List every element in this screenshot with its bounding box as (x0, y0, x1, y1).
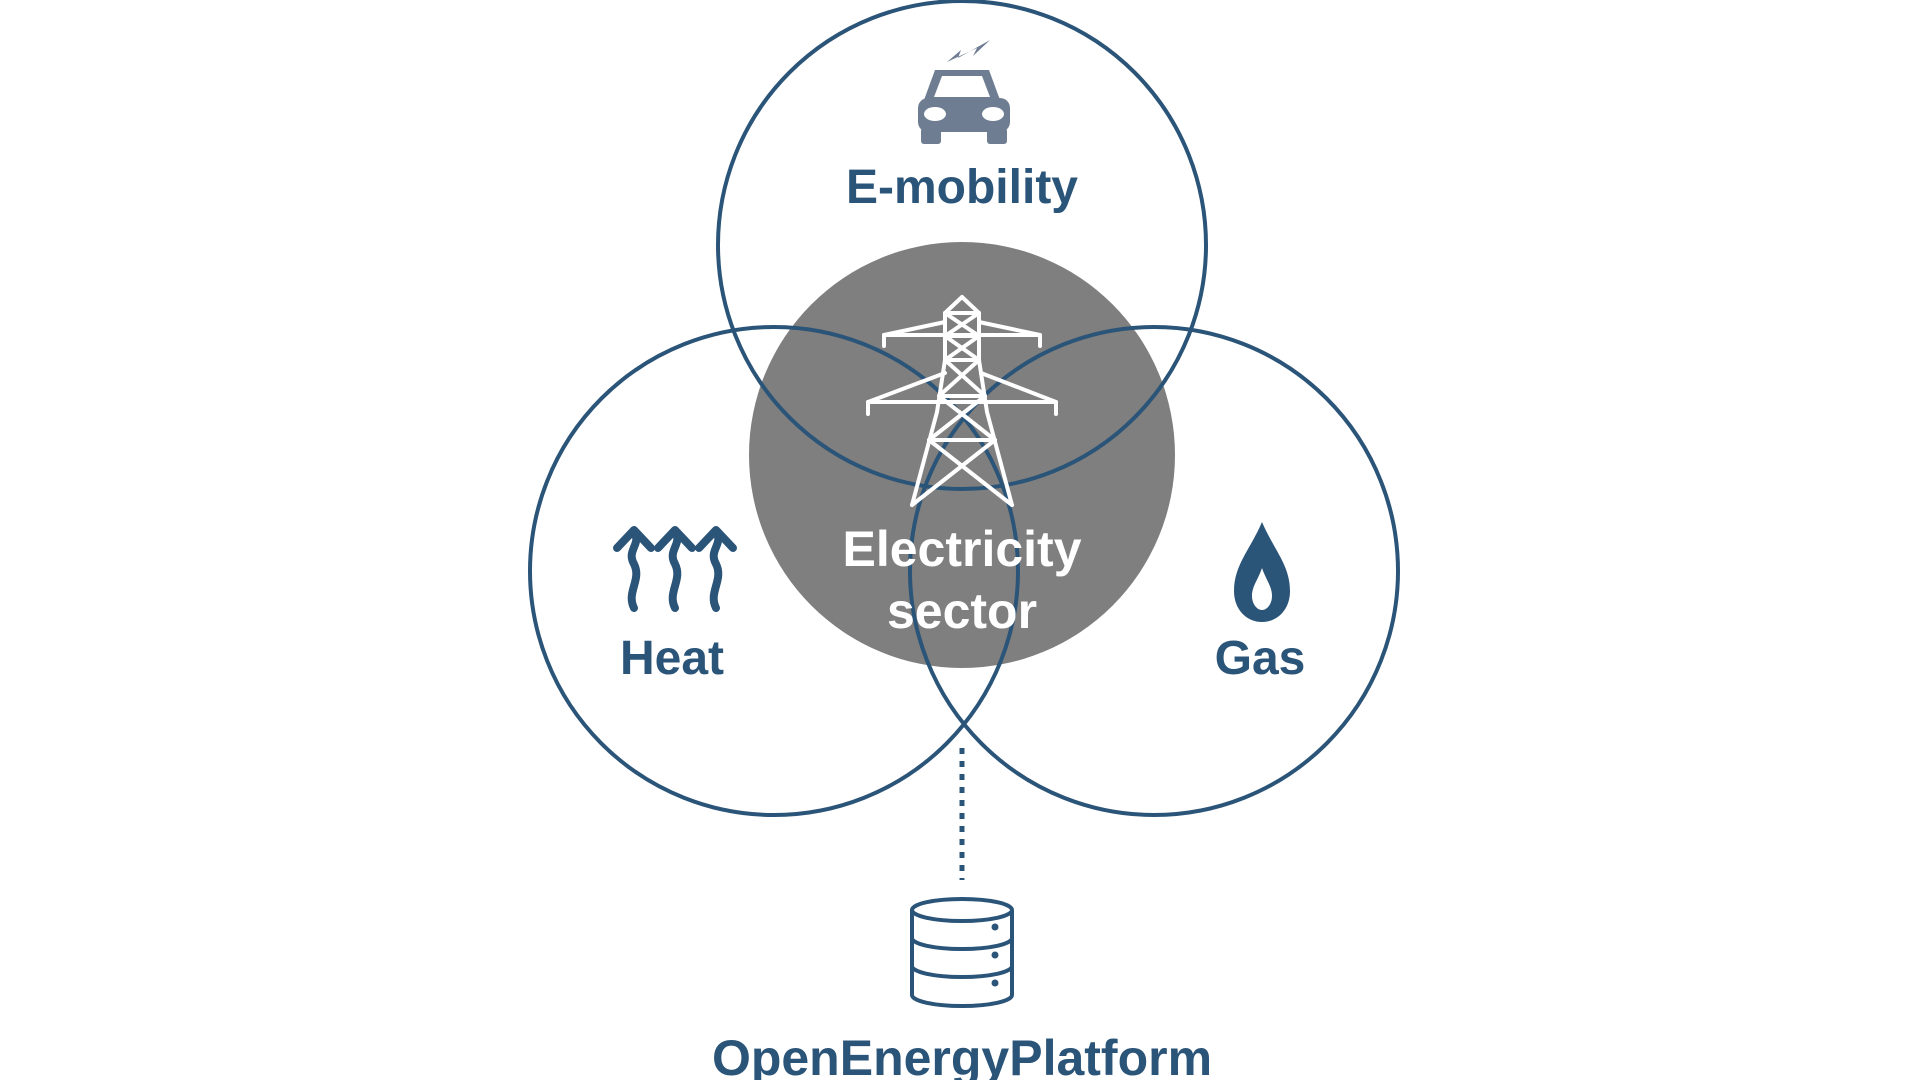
heat-label: Heat (620, 632, 724, 685)
heat-arrows-icon (613, 526, 737, 612)
electricity-sector-disc (749, 242, 1175, 668)
gas-label: Gas (1215, 632, 1306, 685)
emobility-label: E-mobility (846, 161, 1078, 214)
electricity-label-line1: Electricity (842, 521, 1081, 577)
gas-circle (908, 325, 1400, 817)
gas-drop-icon (1234, 522, 1290, 622)
platform-label: OpenEnergyPlatform (712, 1030, 1212, 1080)
power-tower-icon (866, 295, 1058, 507)
electric-car-icon (918, 40, 1010, 144)
heat-circle (528, 325, 1020, 817)
electricity-label-line2: sector (887, 583, 1037, 639)
emobility-circle (716, 0, 1208, 491)
database-icon (910, 897, 1014, 1008)
